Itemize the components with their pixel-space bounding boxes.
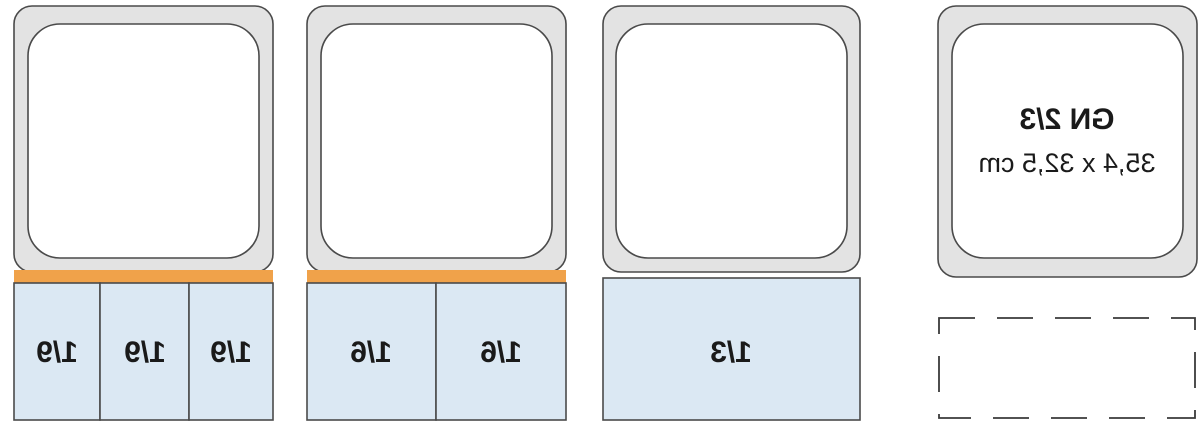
pan-inner bbox=[951, 23, 1184, 259]
insert-label: 1/6 bbox=[480, 336, 522, 369]
unit-sixths: 1/6 1/6 bbox=[306, 5, 567, 421]
unit-ninths: 1/9 1/9 1/9 bbox=[13, 5, 274, 421]
empty-slot bbox=[938, 317, 1196, 419]
insert-1 bbox=[602, 277, 861, 421]
insert-label: 1/6 bbox=[350, 336, 392, 369]
insert-rail bbox=[307, 270, 566, 283]
insert-label: 1/3 bbox=[710, 336, 752, 369]
pan-inner bbox=[615, 23, 848, 259]
insert-rail bbox=[14, 270, 273, 283]
pan-inner bbox=[27, 23, 260, 259]
insert-3 bbox=[188, 282, 274, 421]
insert-label: 1/9 bbox=[210, 336, 252, 369]
insert-1 bbox=[306, 282, 437, 421]
unit-gn-two-thirds: GN 2/3 35,4 x 32,5 cm bbox=[937, 5, 1198, 419]
pan-dimensions: 35,4 x 32,5 cm bbox=[978, 148, 1155, 178]
insert-2 bbox=[435, 282, 567, 421]
insert-label: 1/9 bbox=[124, 336, 166, 369]
insert-1 bbox=[13, 282, 101, 421]
pan-inner bbox=[320, 23, 553, 259]
pan-title: GN 2/3 bbox=[1019, 103, 1114, 136]
unit-third: 1/3 bbox=[602, 5, 861, 421]
insert-label: 1/9 bbox=[36, 336, 78, 369]
insert-2 bbox=[99, 282, 190, 421]
